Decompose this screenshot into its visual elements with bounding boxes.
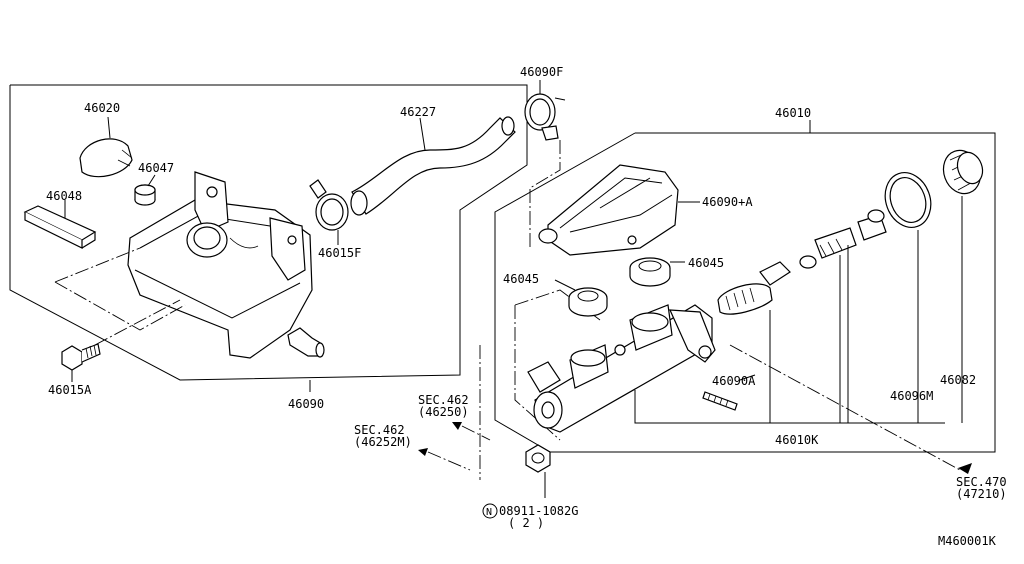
label-46045-right: 46045 <box>688 256 724 270</box>
o-ring <box>884 172 932 228</box>
label-sec462-b: SEC.462 <box>354 423 405 437</box>
label-46082: 46082 <box>940 373 976 387</box>
hose-clamp-lower <box>309 179 349 245</box>
flange-nut <box>525 444 551 498</box>
boot-seal <box>942 149 984 195</box>
label-nut-symbol: N <box>486 507 492 518</box>
label-nut-part: 08911-1082G <box>499 504 578 518</box>
centerline-to-body <box>514 289 601 321</box>
label-46047: 46047 <box>138 161 174 175</box>
reservoir-tank <box>127 171 325 359</box>
label-nut-qty: ( 2 ) <box>508 516 544 530</box>
master-cylinder-reservoir <box>538 164 700 256</box>
label-sec462-b-ref: (46252M) <box>354 435 412 449</box>
secondary-piston-spring <box>814 209 887 259</box>
label-sec470: SEC.470 <box>956 475 1007 489</box>
leader-46010k <box>634 390 945 424</box>
label-46096m: 46096M <box>890 389 933 403</box>
centerline-hose-to-cylinder <box>529 140 561 250</box>
label-46045-left: 46045 <box>503 272 539 286</box>
arrow-sec462-b <box>418 448 471 471</box>
label-46015a: 46015A <box>48 383 92 397</box>
label-sec462-a-ref: (46250) <box>418 405 469 419</box>
leader-46090a <box>739 374 756 381</box>
hose-clamp-upper <box>524 80 566 141</box>
reservoir-group-outline <box>9 84 528 381</box>
reservoir-centerline-a <box>54 247 141 283</box>
primary-piston-spring <box>717 255 817 315</box>
label-46010k: 46010K <box>775 433 819 447</box>
label-46090a: 46090A <box>712 374 756 388</box>
master-cylinder-body <box>527 304 716 433</box>
label-46010: 46010 <box>775 106 811 120</box>
label-46015f: 46015F <box>318 246 361 260</box>
label-figure-id: M460001K <box>938 534 997 548</box>
label-46090: 46090 <box>288 397 324 411</box>
label-sec470-ref: (47210) <box>956 487 1007 501</box>
retaining-pin <box>702 391 738 411</box>
reservoir-hose <box>350 116 516 216</box>
label-46090-a-plus: 46090+A <box>702 195 753 209</box>
reservoir-centerline-b <box>54 281 186 331</box>
grommet <box>134 174 156 206</box>
centerline-sec470 <box>729 344 961 471</box>
reservoir-seal-right <box>629 257 685 287</box>
reservoir-strainer <box>23 200 97 249</box>
nut-symbol-circle <box>482 503 498 519</box>
reservoir-seal-left <box>554 279 608 317</box>
reservoir-cap <box>79 116 133 178</box>
label-sec462-a: SEC.462 <box>418 393 469 407</box>
mounting-bolt <box>61 343 101 382</box>
label-46020: 46020 <box>84 101 120 115</box>
reservoir-centerline-c <box>94 299 181 346</box>
arrow-sec470 <box>958 463 972 474</box>
label-46048: 46048 <box>46 189 82 203</box>
label-46090f: 46090F <box>520 65 563 79</box>
arrow-sec462-a <box>452 422 491 441</box>
label-46227: 46227 <box>400 105 436 119</box>
